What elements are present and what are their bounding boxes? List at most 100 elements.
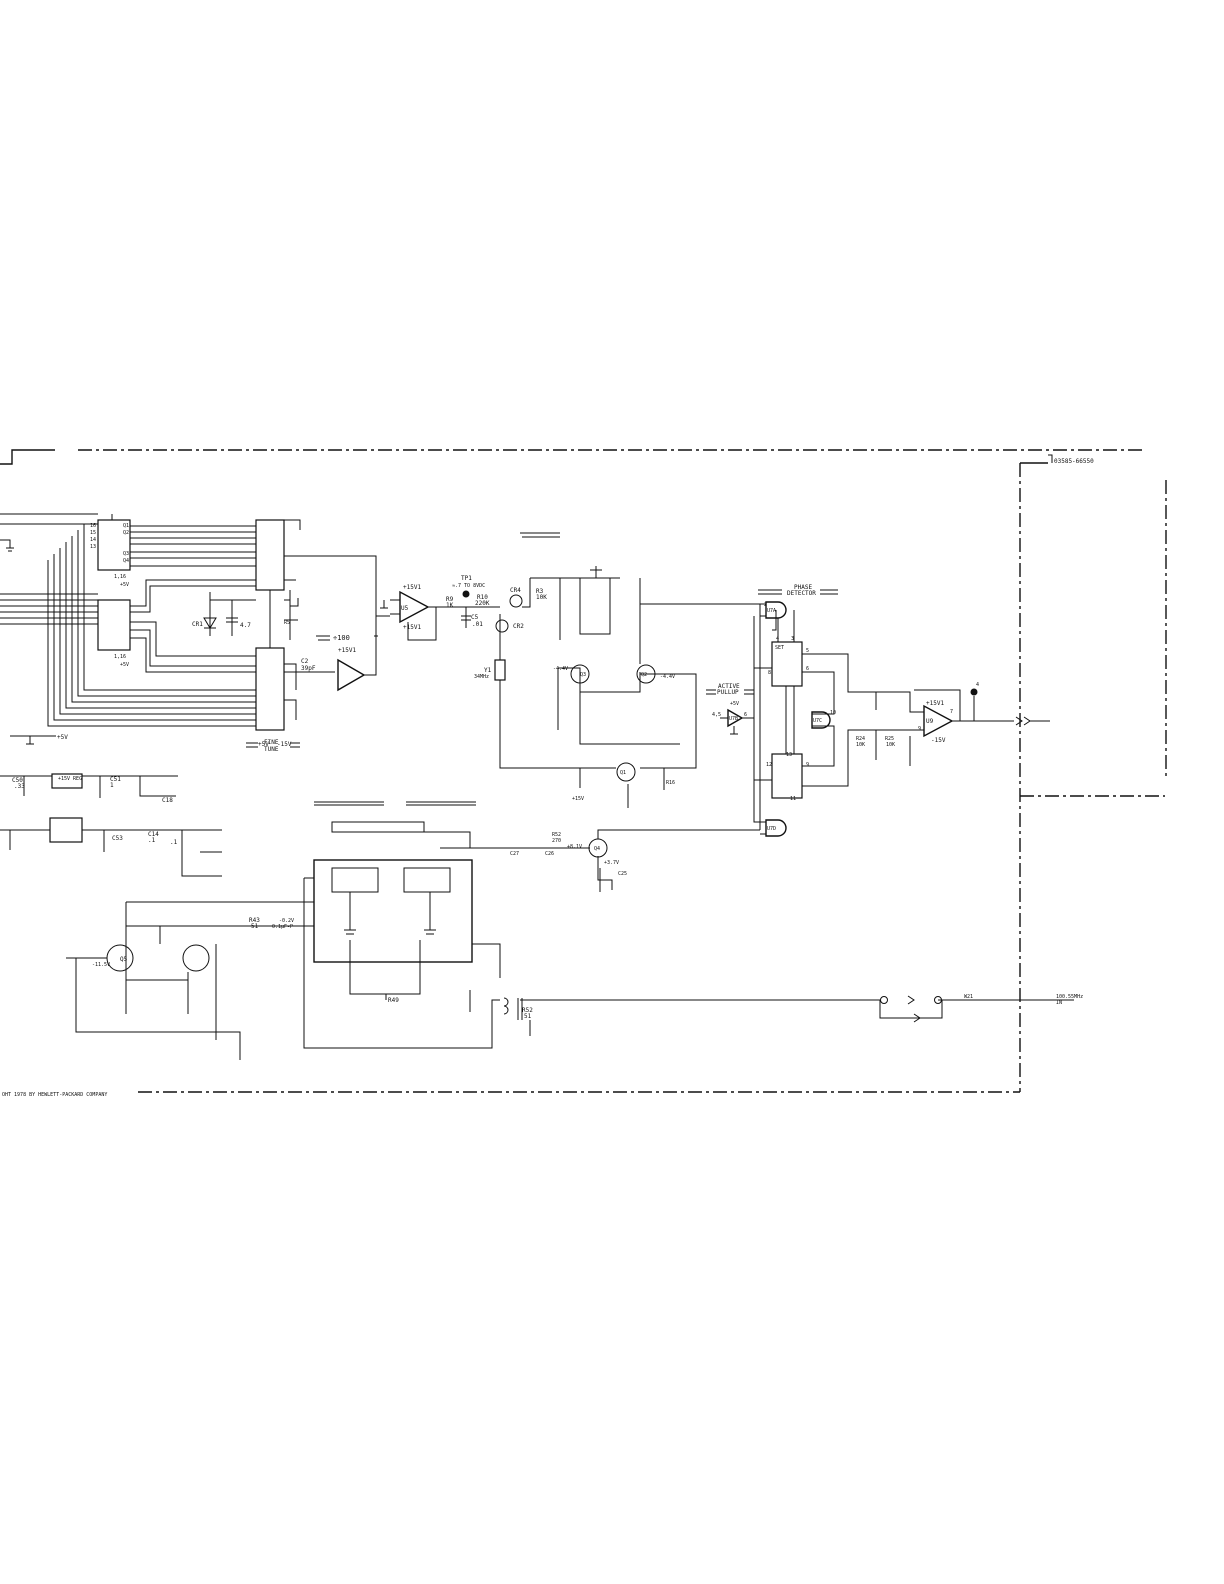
svg-text:Q2: Q2 bbox=[123, 530, 129, 536]
u9-opamp bbox=[923, 704, 954, 738]
fine-tune-supply-pos: +5V bbox=[258, 741, 269, 748]
pullup-label-bars bbox=[706, 689, 754, 695]
c50-value: .33 bbox=[14, 783, 25, 790]
r10-ref: R10 bbox=[477, 594, 488, 601]
regulator-lower bbox=[49, 817, 83, 843]
pd-pin-12: 12 bbox=[766, 762, 772, 768]
phase-detector-label-1: PHASE bbox=[794, 584, 812, 591]
svg-text:15: 15 bbox=[90, 530, 96, 536]
c25-ref: C25 bbox=[618, 871, 627, 877]
pullup-label-2: PULLUP bbox=[717, 689, 739, 696]
power-wires-upper bbox=[0, 775, 178, 798]
pd-pin-11: 11 bbox=[790, 796, 796, 802]
q3-ref: Q3 bbox=[580, 672, 586, 678]
flipflop-upper bbox=[771, 641, 803, 687]
u9-output-connector bbox=[1015, 716, 1050, 726]
pullup-supply: +5V bbox=[730, 701, 739, 707]
counter-ic-upper bbox=[97, 519, 131, 571]
pullup-pin-out: 6 bbox=[744, 712, 747, 718]
divider-label: ÷100 bbox=[333, 634, 350, 642]
r49-ref: R49 bbox=[388, 997, 399, 1004]
oscillator-wiring bbox=[499, 532, 760, 808]
regulator-label: +15V REG bbox=[58, 776, 82, 782]
pd-pin-5: 5 bbox=[806, 648, 809, 654]
drawing-border bbox=[0, 449, 1167, 1093]
power-wires-lower bbox=[0, 829, 222, 877]
divider-supply: +15V1 bbox=[338, 647, 356, 654]
counter-to-dac-wires bbox=[47, 514, 256, 727]
pd-pin-6: 6 bbox=[806, 666, 809, 672]
dac-to-u5-wire bbox=[284, 555, 390, 617]
drawing-number: 03585-66550 bbox=[1054, 458, 1094, 465]
plus5-rail bbox=[10, 735, 56, 745]
c14-value: .1 bbox=[148, 837, 156, 844]
q3-transistor bbox=[570, 664, 590, 684]
r5-ref: R5 bbox=[284, 620, 290, 626]
c2-wires bbox=[284, 663, 297, 720]
u9-wires bbox=[875, 689, 1014, 766]
c14-ref: C14 bbox=[148, 831, 159, 838]
u9-testpoint[interactable] bbox=[970, 688, 978, 696]
r43-ref: R43 bbox=[249, 917, 260, 924]
y1-ref: Y1 bbox=[484, 667, 492, 674]
tp1-testpoint[interactable] bbox=[462, 590, 470, 598]
c5-ref: C5 bbox=[471, 614, 479, 621]
svg-text:14: 14 bbox=[90, 537, 96, 543]
u5-wires bbox=[380, 599, 466, 641]
pd-pin-10: 10 bbox=[830, 710, 836, 716]
q5-wires bbox=[66, 926, 241, 1060]
t1-transformer bbox=[469, 990, 880, 1036]
r9-value: 1K bbox=[446, 602, 454, 609]
u9-supply-bottom: -15V bbox=[931, 737, 946, 744]
u9-out-pin: 7 bbox=[950, 709, 953, 715]
counter-ic-lower bbox=[97, 599, 131, 651]
q1-supply: +15V bbox=[572, 796, 584, 802]
c51-ref: C51 bbox=[110, 776, 121, 783]
pd-pin-8: 8 bbox=[768, 670, 771, 676]
q5-ref: Q5 bbox=[120, 956, 128, 963]
q2-ref: Q2 bbox=[641, 672, 647, 678]
input-freq: 100.55MHz bbox=[1056, 994, 1083, 1000]
pd-pin-13: 13 bbox=[786, 752, 792, 758]
cr2-diode bbox=[495, 619, 509, 633]
u7b-ref: U7B bbox=[729, 716, 738, 722]
r52-ref: R52 bbox=[522, 1007, 533, 1014]
pd-pin-4: 4 bbox=[776, 636, 779, 642]
r25-ref: R25 bbox=[885, 736, 894, 742]
r24-ref: R24 bbox=[856, 736, 865, 742]
svg-text:13: 13 bbox=[90, 544, 96, 550]
r43-value: 51 bbox=[251, 923, 259, 930]
input-bus bbox=[0, 513, 98, 625]
q3-voltage: -4.4V bbox=[553, 666, 568, 672]
counter-lower-pin-label: 1,16 bbox=[114, 654, 126, 660]
divider-buffer bbox=[337, 658, 366, 692]
q2-voltage: -4.4V bbox=[660, 674, 675, 680]
counter-lower-supply: +5V bbox=[120, 662, 129, 668]
fine-tune-supply-neg: -15V bbox=[277, 741, 292, 748]
pd-pin-2: 2 bbox=[764, 602, 767, 608]
c14b-value: .1 bbox=[170, 839, 178, 846]
q4-vout: +3.7V bbox=[604, 860, 619, 866]
r10-value: 220K bbox=[475, 600, 490, 607]
u5-supply-top: +15V1 bbox=[403, 584, 421, 591]
u9-in-pin: 9 bbox=[918, 726, 921, 732]
c27-ref: C27 bbox=[510, 851, 519, 857]
jack-left[interactable] bbox=[880, 996, 888, 1004]
q5-voltage: -11.5V bbox=[92, 962, 110, 968]
c2-ref: C2 bbox=[301, 658, 309, 665]
svg-text:Q3: Q3 bbox=[123, 551, 129, 557]
c5-value: .01 bbox=[472, 621, 483, 628]
q4-vin: +8.1V bbox=[567, 844, 582, 850]
q2-transistor bbox=[636, 664, 656, 684]
c53-ref: C53 bbox=[112, 835, 123, 842]
mixer-internals bbox=[125, 867, 501, 1049]
svg-text:16: 16 bbox=[90, 523, 96, 529]
plus5-label: +5V bbox=[57, 734, 68, 741]
phase-detector-wiring bbox=[753, 603, 880, 835]
dac-ic-upper bbox=[255, 519, 285, 591]
cr2-ref: CR2 bbox=[513, 623, 524, 630]
c26-ref: C26 bbox=[545, 851, 554, 857]
c51-value: 1 bbox=[110, 782, 114, 789]
cr1-ref: CR1 bbox=[192, 621, 203, 628]
u5-ref: U5 bbox=[401, 605, 409, 612]
